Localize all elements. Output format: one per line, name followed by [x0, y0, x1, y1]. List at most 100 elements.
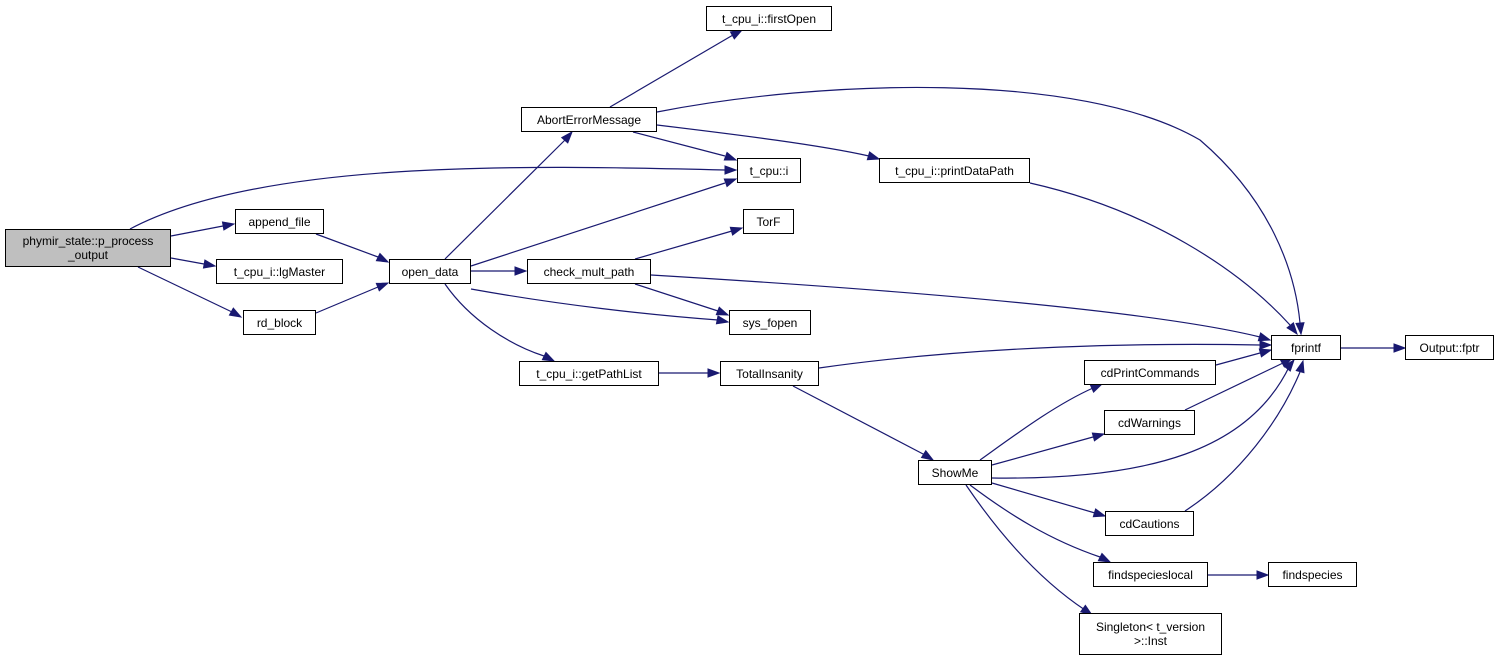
edge-open-data-to-getpathlist — [444, 283, 545, 357]
edge-root-to-rd-block — [137, 266, 233, 313]
arrowhead-showme-to-findspecieslocal — [1097, 552, 1112, 563]
node-label: t_cpu_i::getPathList — [536, 366, 642, 381]
node-label: sys_fopen — [742, 315, 798, 330]
edge-totalinsanity-to-showme — [792, 385, 926, 456]
edge-cdwarnings-to-fprintf — [1184, 362, 1284, 411]
node-t-cpu-i-lgmaster[interactable]: t_cpu_i::lgMaster — [216, 259, 343, 284]
arrowhead-root-to-rd-block — [228, 307, 243, 318]
edge-showme-to-cdprintcommands — [979, 387, 1094, 461]
node-label: t_cpu_i::firstOpen — [721, 11, 817, 26]
arrowhead-abort-to-firstopen — [729, 29, 744, 40]
node-findspecies[interactable]: findspecies — [1268, 562, 1357, 587]
edge-showme-to-cdwarnings — [991, 436, 1094, 466]
node-label: findspecies — [1282, 567, 1343, 582]
node-check-mult-path[interactable]: check_mult_path — [527, 259, 651, 284]
node-label: append_file — [248, 214, 311, 229]
node-fprintf[interactable]: fprintf — [1271, 335, 1341, 360]
arrowhead-open-data-to-check-mult-path — [514, 266, 528, 276]
arrowhead-open-data-to-getpathlist — [541, 351, 556, 362]
node-showme[interactable]: ShowMe — [918, 460, 992, 485]
node-t-cpu-i-firstopen[interactable]: t_cpu_i::firstOpen — [706, 6, 832, 31]
node-label: cdPrintCommands — [1100, 365, 1200, 380]
arrowhead-rd-block-to-open-data — [375, 282, 390, 292]
arrowhead-root-to-tcpu-i — [724, 165, 738, 175]
edge-cdcautions-to-fprintf — [1184, 371, 1301, 512]
node-open-data[interactable]: open_data — [389, 259, 471, 284]
node-label: t_cpu_i::printDataPath — [895, 163, 1014, 178]
node-cdcautions[interactable]: cdCautions — [1105, 511, 1194, 536]
node-label-line: >::Inst — [1133, 634, 1168, 648]
node-singleton-t-version-inst[interactable]: Singleton< t_version >::Inst — [1079, 613, 1222, 655]
arrowhead-showme-to-cdcautions — [1092, 508, 1107, 518]
arrowhead-check-mult-path-to-sys-fopen — [715, 306, 730, 316]
arrowhead-showme-to-cdwarnings — [1091, 432, 1106, 442]
node-t-cpu-i-printdatapath[interactable]: t_cpu_i::printDataPath — [879, 158, 1030, 183]
edge-abort-to-printdatapath — [656, 124, 870, 157]
arrowhead-root-to-lgmaster — [202, 259, 217, 269]
node-findspecieslocal[interactable]: findspecieslocal — [1093, 562, 1208, 587]
node-label: TotalInsanity — [736, 366, 803, 381]
edge-check-mult-path-to-fprintf — [650, 274, 1261, 338]
node-abort-error-message[interactable]: AbortErrorMessage — [521, 107, 657, 132]
arrowhead-cdprintcommands-to-fprintf — [1258, 348, 1273, 358]
arrowhead-abort-to-fprintf — [1295, 322, 1305, 336]
arrowhead-root-to-append-file — [221, 221, 236, 231]
arrowhead-open-data-to-sys-fopen — [715, 315, 730, 325]
node-label-line: phymir_state::p_process — [22, 234, 154, 248]
node-t-cpu-i[interactable]: t_cpu::i — [737, 158, 801, 183]
node-rd-block[interactable]: rd_block — [243, 310, 316, 335]
arrowhead-open-data-to-abort — [560, 130, 573, 144]
node-label: t_cpu::i — [749, 163, 789, 178]
edge-abort-to-tcpu-i — [632, 131, 726, 157]
node-label: cdWarnings — [1118, 415, 1181, 430]
edge-showme-to-findspecieslocal — [969, 484, 1101, 558]
node-label: open_data — [401, 264, 459, 279]
node-torf[interactable]: TorF — [743, 209, 794, 234]
edge-printdatapath-to-fprintf — [1029, 182, 1291, 326]
node-cdprintcommands[interactable]: cdPrintCommands — [1084, 360, 1216, 385]
edge-root-to-lgmaster — [170, 257, 205, 265]
node-label: fprintf — [1290, 340, 1321, 355]
node-totalinsanity[interactable]: TotalInsanity — [720, 361, 819, 386]
node-label-line: _output — [67, 248, 109, 262]
node-label: check_mult_path — [543, 264, 635, 279]
edge-root-to-append-file — [170, 225, 224, 237]
node-label: rd_block — [256, 315, 303, 330]
node-output-fptr[interactable]: Output::fptr — [1405, 335, 1494, 360]
arrowhead-abort-to-tcpu-i — [723, 151, 738, 161]
edge-showme-to-cdcautions — [991, 482, 1096, 514]
node-phymir-state-p-process-output: phymir_state::p_process _output — [5, 229, 171, 267]
arrowhead-append-file-to-open-data — [375, 252, 390, 263]
edge-open-data-to-tcpu-i — [470, 182, 726, 267]
arrowhead-abort-to-printdatapath — [866, 151, 881, 161]
node-sys-fopen[interactable]: sys_fopen — [729, 310, 811, 335]
arrowhead-totalinsanity-to-fprintf — [1259, 340, 1273, 350]
node-label: ShowMe — [931, 465, 979, 480]
arrowhead-fprintf-to-output-fptr — [1393, 343, 1407, 353]
arrowhead-getpathlist-to-totalinsanity — [707, 368, 721, 378]
node-append-file[interactable]: append_file — [235, 209, 324, 234]
edge-cdprintcommands-to-fprintf — [1215, 352, 1261, 366]
edge-check-mult-path-to-torf — [634, 230, 733, 260]
node-label: t_cpu_i::lgMaster — [233, 264, 326, 279]
edge-root-to-tcpu-i — [129, 166, 726, 230]
node-t-cpu-i-getpathlist[interactable]: t_cpu_i::getPathList — [519, 361, 659, 386]
node-label: TorF — [756, 214, 781, 229]
node-label-line: Singleton< t_version — [1095, 620, 1206, 634]
node-label: cdCautions — [1119, 516, 1180, 531]
edge-open-data-to-sys-fopen — [470, 288, 719, 321]
edge-append-file-to-open-data — [315, 233, 379, 258]
edge-totalinsanity-to-fprintf — [818, 343, 1261, 369]
node-cdwarnings[interactable]: cdWarnings — [1104, 410, 1195, 435]
node-label: AbortErrorMessage — [536, 112, 642, 127]
edge-abort-to-fprintf — [656, 86, 1301, 324]
arrowhead-findspecieslocal-to-findspecies — [1256, 570, 1270, 580]
arrowhead-check-mult-path-to-fprintf — [1257, 332, 1272, 342]
arrowhead-printdatapath-to-fprintf — [1286, 322, 1298, 336]
node-label: Output::fptr — [1419, 340, 1480, 355]
edge-abort-to-firstopen — [609, 34, 734, 108]
edge-open-data-to-abort — [444, 139, 566, 260]
arrowhead-showme-to-cdprintcommands — [1089, 383, 1104, 393]
